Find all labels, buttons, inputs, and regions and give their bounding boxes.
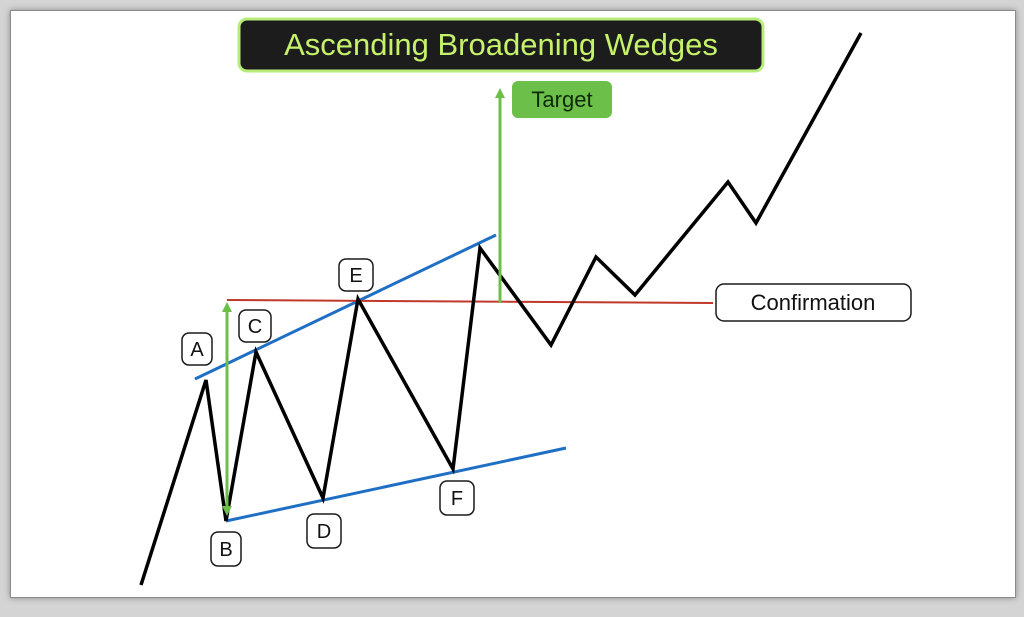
broadening-wedge-diagram: Ascending Broadening Wedges Target (139, 17, 912, 586)
diagram-frame: Ascending Broadening Wedges Target (10, 10, 1016, 598)
point-label-b-text: B (219, 539, 232, 561)
target-label: Target (512, 81, 612, 118)
point-label-f-text: F (451, 488, 463, 510)
target-label-text: Target (531, 87, 592, 112)
confirmation-label-box (715, 283, 912, 322)
point-label-a-text: A (190, 339, 204, 361)
point-label-e-text: E (349, 265, 362, 287)
point-label-f: F (439, 480, 475, 516)
page-title: Ascending Broadening Wedges (284, 27, 718, 62)
point-label-d: D (306, 513, 342, 549)
title-banner: Ascending Broadening Wedges (237, 17, 765, 73)
confirmation-line (226, 299, 714, 304)
title-banner-box (237, 17, 765, 73)
confirmation-label-text: Confirmation (751, 290, 876, 315)
point-label-c-text: C (248, 316, 262, 338)
point-label-d-text: D (317, 521, 331, 543)
upper-trend-line (194, 233, 497, 381)
point-label-a: A (181, 332, 213, 366)
lower-trend-line (225, 446, 567, 523)
point-label-e: E (338, 258, 374, 292)
point-label-c: C (238, 309, 272, 343)
target-label-box (512, 81, 612, 118)
confirmation-label: Confirmation (715, 283, 912, 322)
point-label-b: B (210, 531, 242, 567)
